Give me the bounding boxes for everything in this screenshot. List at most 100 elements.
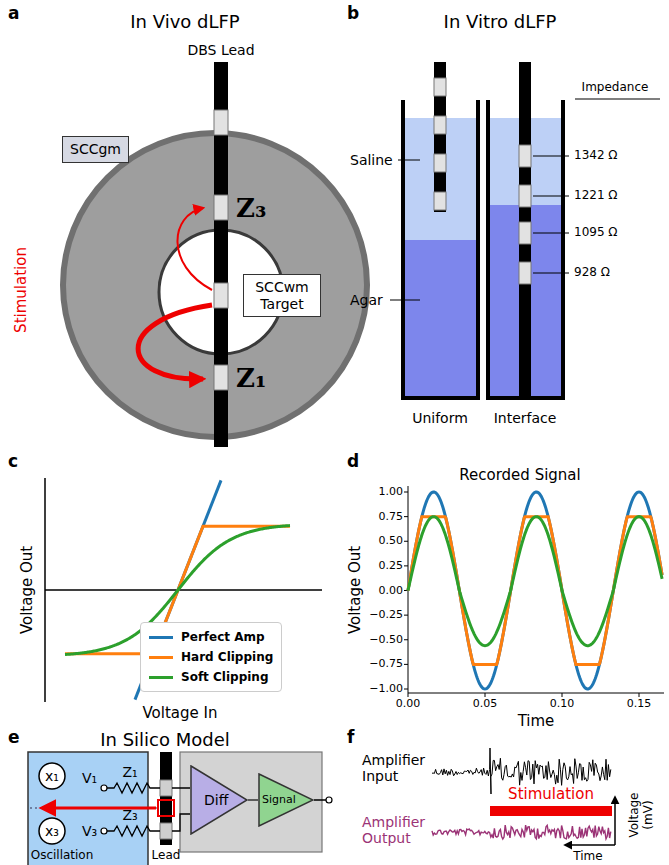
tick-mark	[485, 693, 486, 697]
transfer-curve	[65, 480, 290, 699]
part-label: DBS Lead	[187, 42, 254, 58]
leader-line	[390, 160, 420, 300]
beaker-uniform	[405, 240, 476, 396]
legend-box: Perfect AmpHard ClippingSoft Clipping	[140, 622, 282, 692]
lead-interface	[519, 62, 531, 396]
axes-c	[45, 478, 322, 702]
triangle-outline	[259, 774, 313, 826]
tick-label: 1.00	[379, 486, 404, 499]
tissue-box	[28, 752, 158, 865]
terminal	[101, 828, 107, 834]
condition-label: Interface	[494, 410, 557, 426]
legend-swatch	[149, 636, 173, 639]
impedance-value: 928 Ω	[574, 266, 610, 280]
tick-label: −0.25	[369, 609, 403, 622]
connector	[248, 799, 258, 801]
tick-label: 0.05	[473, 698, 498, 711]
scale-axes	[565, 844, 615, 846]
stimulation-label: Stimulation	[13, 247, 30, 333]
trace-label: Amplifier Input	[362, 752, 442, 784]
signal-amplifier: Signal	[258, 773, 314, 827]
plot-title: Recorded Signal	[459, 467, 580, 484]
stimulation-arrow	[138, 208, 212, 379]
panel-letter: d	[347, 452, 359, 472]
tick-label: 0.50	[379, 535, 404, 548]
voltage-label: V₁	[82, 770, 97, 786]
amplifier-box	[180, 752, 322, 852]
axis-label: Voltage Out	[19, 546, 36, 634]
circle-outline	[39, 818, 65, 844]
legend-text: Perfect Amp	[181, 630, 265, 644]
tick-label: 0.25	[379, 560, 404, 573]
tick-mark	[408, 693, 409, 697]
impedance-value: 1095 Ω	[574, 226, 618, 240]
lead-interface	[519, 185, 531, 207]
dbs-lead	[214, 365, 228, 390]
dbs-lead	[214, 195, 228, 220]
axes-d	[408, 486, 664, 693]
column-header: Impedance	[582, 81, 649, 95]
resistor-symbol	[107, 826, 160, 836]
panel-letter: e	[8, 728, 20, 748]
axes-d	[404, 486, 664, 697]
medium-label: Saline	[350, 152, 393, 168]
lead-interface	[519, 62, 531, 396]
stimulation-arrow	[138, 305, 212, 379]
model-lead	[158, 752, 174, 845]
tick-mark	[404, 541, 408, 542]
tick-label: −1.00	[369, 683, 403, 696]
axes-c	[45, 478, 322, 702]
trace-label: Amplifier Output	[362, 814, 442, 846]
impedance-value: 1342 Ω	[574, 149, 618, 163]
axis-label: Voltage Out	[347, 546, 364, 634]
node-text: Diff	[204, 792, 228, 808]
condition-label: Uniform	[412, 410, 468, 426]
tick-mark	[404, 516, 408, 517]
target-box: SCCwm Target	[243, 274, 321, 317]
model-lead	[160, 752, 172, 845]
voltage-label: V₃	[82, 823, 97, 839]
medium-label: Agar	[350, 292, 383, 308]
tick-label: 0.00	[396, 698, 421, 711]
node-text: SCCgm	[70, 141, 121, 157]
lead-uniform	[434, 78, 446, 96]
tick-mark	[404, 639, 408, 640]
model-lead	[158, 800, 174, 816]
legend-row: Hard Clipping	[149, 647, 273, 667]
panel-letter: f	[347, 728, 354, 748]
amplifier-box	[180, 752, 322, 852]
model-lead	[160, 780, 172, 796]
impedance-label: Z₁	[122, 764, 137, 780]
node-text: SCCwm Target	[250, 279, 314, 311]
lead-interface	[519, 262, 531, 284]
node-text: x₁	[45, 768, 59, 784]
terminal	[326, 797, 332, 803]
triangle-outline	[191, 766, 247, 834]
tick-mark	[639, 693, 640, 697]
tick-mark	[404, 492, 408, 493]
terminal	[101, 785, 107, 791]
legend-swatch	[149, 676, 173, 679]
legend-row: Perfect Amp	[149, 627, 273, 647]
output-trace	[432, 825, 611, 839]
perfect-signal	[408, 492, 662, 689]
stimulation-label: Stimulation	[508, 786, 594, 803]
lead-interface	[519, 145, 531, 167]
legend-text: Soft Clipping	[181, 670, 268, 684]
legend-swatch	[149, 656, 173, 659]
tick-mark	[404, 689, 408, 690]
lead-uniform	[434, 192, 446, 210]
impedance-symbol: Z₁	[236, 363, 266, 393]
axis-label: Voltage (mV)	[628, 785, 656, 845]
model-lead	[160, 823, 172, 839]
leader-line	[533, 156, 569, 273]
lead-uniform	[434, 62, 446, 212]
stimulation-bar	[490, 806, 612, 816]
tick-label: 0.15	[627, 698, 652, 711]
tick-label: 0.75	[379, 510, 404, 523]
dbs-lead	[214, 62, 228, 447]
circle-outline	[39, 763, 65, 789]
tick-label: −0.75	[369, 658, 403, 671]
axis-label: Time	[573, 850, 602, 864]
